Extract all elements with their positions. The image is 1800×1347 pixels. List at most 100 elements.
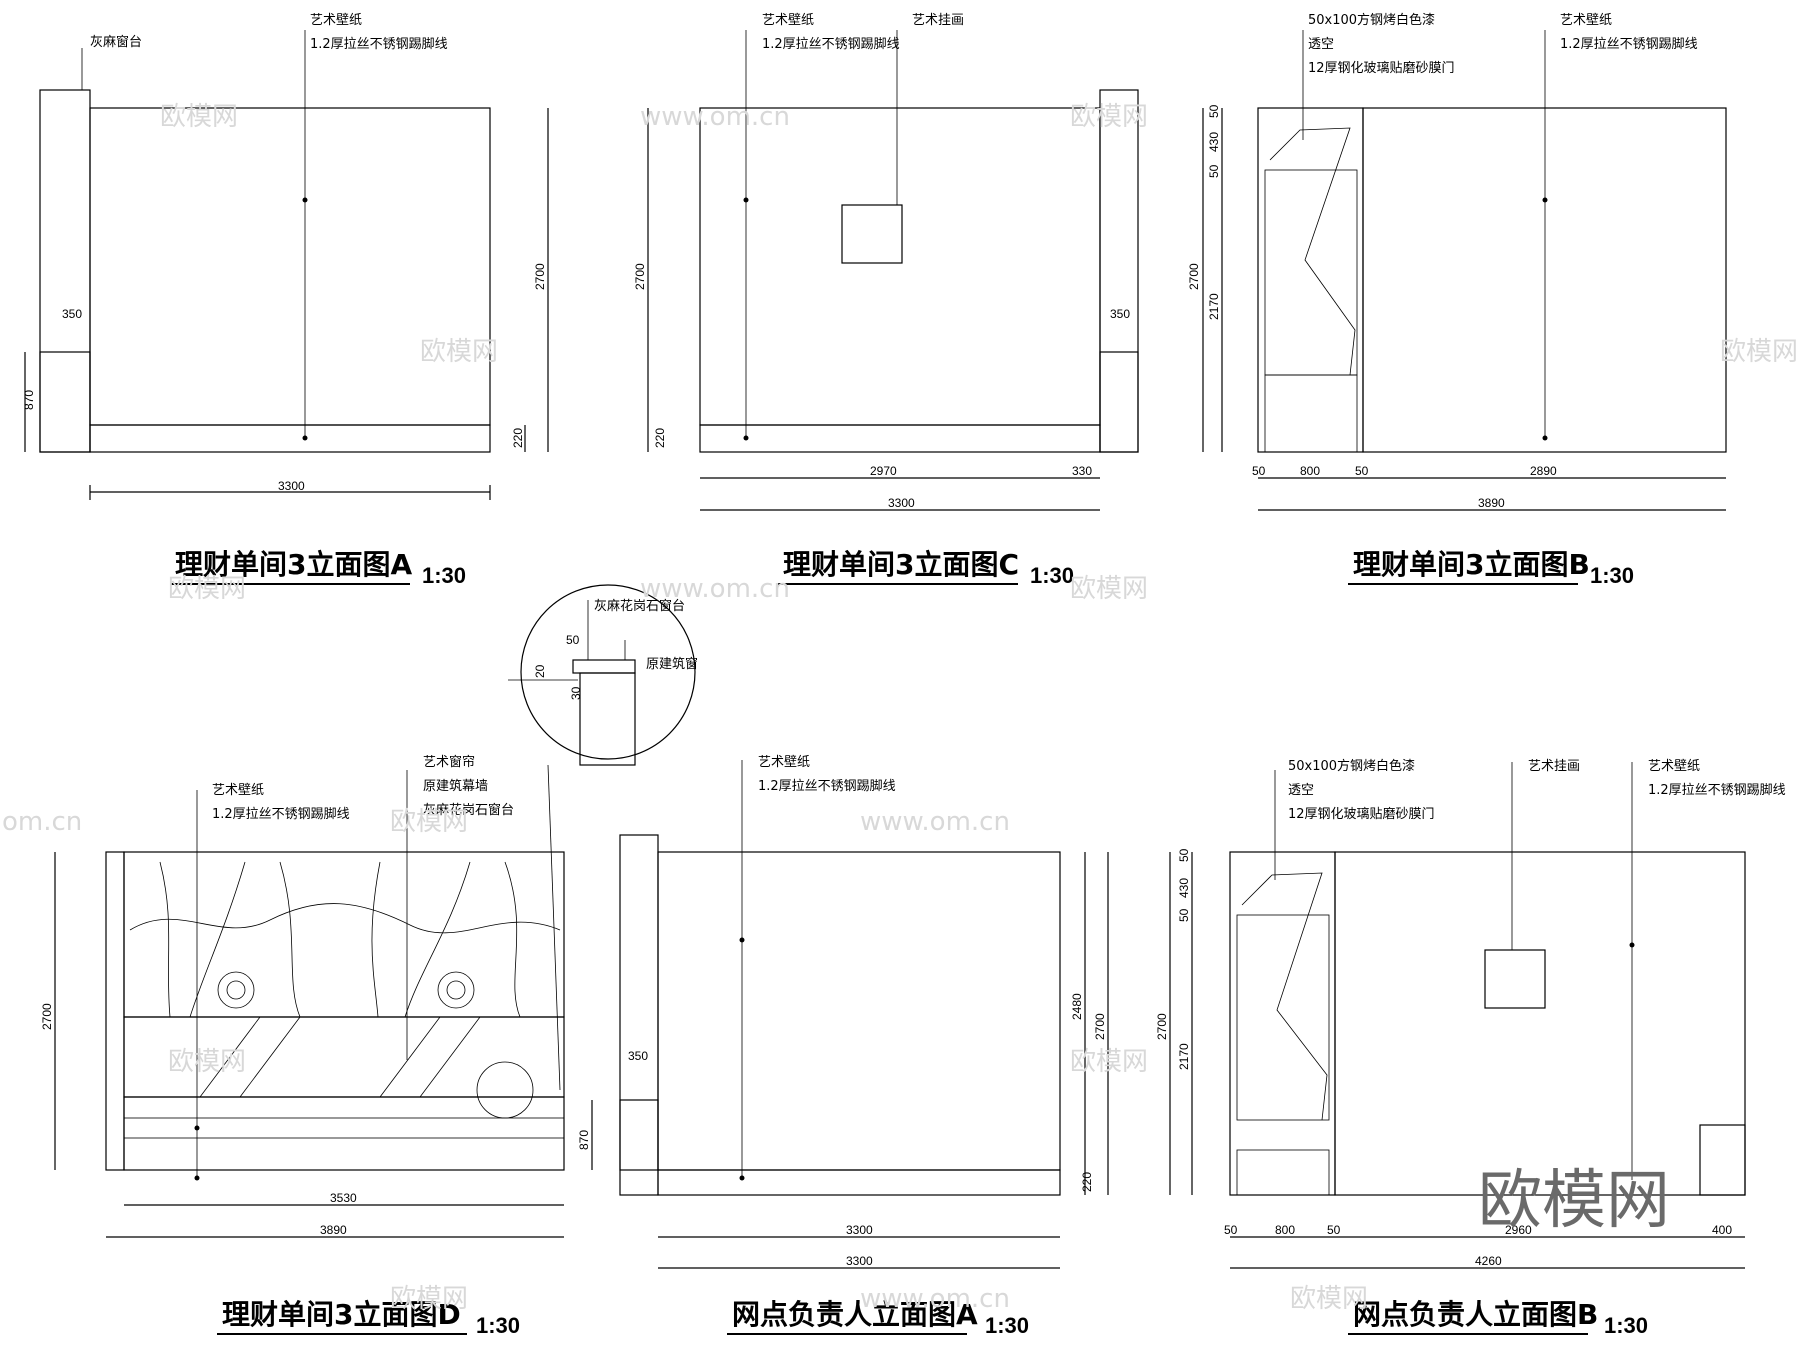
title-NB: 网点负责人立面图B xyxy=(1353,1298,1598,1331)
skirting xyxy=(89,424,491,453)
skirting xyxy=(699,424,1101,453)
svg-text:欧模网: 欧模网 xyxy=(1070,102,1148,132)
svg-text:欧模网: 欧模网 xyxy=(1720,337,1798,367)
dim-50b: 50 xyxy=(1355,464,1369,478)
dim-height: 2700 xyxy=(533,263,547,290)
dim-total: 3890 xyxy=(320,1223,347,1237)
detail-dim-50: 50 xyxy=(566,633,580,647)
dim-seg1: 2970 xyxy=(870,464,897,478)
svg-text:欧模网: 欧模网 xyxy=(168,574,246,604)
dim-w1: 3300 xyxy=(846,1223,873,1237)
label-open: 透空 xyxy=(1308,37,1334,52)
svg-text:om.cn: om.cn xyxy=(2,807,82,837)
svg-text:欧模网: 欧模网 xyxy=(420,337,498,367)
dim-height: 2700 xyxy=(40,1003,54,1030)
dim-400: 400 xyxy=(1712,1223,1732,1237)
door-frame xyxy=(1257,107,1364,453)
label-wallpaper: 艺术壁纸 xyxy=(310,13,362,28)
label-wallpaper: 艺术壁纸 xyxy=(1560,13,1612,28)
elevation-NA: 艺术壁纸 1.2厚拉丝不锈钢踢脚线 350 3300 3300 2480 270… xyxy=(619,755,1109,1338)
brand-logo-watermark: 欧模网 xyxy=(1478,1164,1670,1238)
label-steel: 50x100方钢烤白色漆 xyxy=(1308,12,1435,28)
art-frame xyxy=(841,204,903,264)
detail-label-granite: 灰麻花岗石窗台 xyxy=(594,598,685,614)
detail-dim-20: 20 xyxy=(533,664,547,678)
wall-column xyxy=(39,89,91,453)
scale-A: 1:30 xyxy=(422,563,466,588)
svg-text:www.om.cn: www.om.cn xyxy=(640,102,790,132)
dim-width: 3300 xyxy=(278,479,305,493)
label-skirting: 1.2厚拉丝不锈钢踢脚线 xyxy=(758,778,896,794)
dim-width: 3300 xyxy=(888,496,915,510)
label-glass-door: 12厚钢化玻璃贴磨砂膜门 xyxy=(1288,807,1435,822)
label-skirting: 1.2厚拉丝不锈钢踢脚线 xyxy=(310,36,448,52)
dim-800: 800 xyxy=(1275,1223,1295,1237)
door-frame xyxy=(1229,851,1336,1196)
door-glass xyxy=(1236,914,1330,1121)
label-skirting: 1.2厚拉丝不锈钢踢脚线 xyxy=(212,806,350,822)
dim-seg2: 330 xyxy=(1072,464,1092,478)
title-A: 理财单间3立面图A xyxy=(175,548,412,581)
svg-text:欧模网: 欧模网 xyxy=(1070,1047,1148,1077)
dim-2480: 2480 xyxy=(1070,993,1084,1020)
elevation-A: 灰麻窗台 艺术壁纸 1.2厚拉丝不锈钢踢脚线 3300 2700 870 350… xyxy=(22,13,549,588)
sill-block xyxy=(1099,351,1139,453)
dim-height: 2700 xyxy=(1155,1013,1169,1040)
label-curtain: 艺术窗帘 xyxy=(423,754,475,770)
title-B: 理财单间3立面图B xyxy=(1353,548,1590,581)
elevation-D: 艺术壁纸 1.2厚拉丝不锈钢踢脚线 艺术窗帘 原建筑幕墙 灰麻花岗石窗台 353… xyxy=(40,754,593,1338)
scale-D: 1:30 xyxy=(476,1313,520,1338)
dim-2890: 2890 xyxy=(1530,464,1557,478)
scale-C: 1:30 xyxy=(1030,563,1074,588)
dim-50a: 50 xyxy=(1224,1223,1238,1237)
dim-800: 800 xyxy=(1300,464,1320,478)
label-art: 艺术挂画 xyxy=(1528,759,1580,774)
sill-block xyxy=(619,1099,659,1196)
dim-inner: 3530 xyxy=(330,1191,357,1205)
title-NA: 网点负责人立面图A xyxy=(732,1298,978,1331)
door-base xyxy=(1264,374,1358,453)
label-wallpaper: 艺术壁纸 xyxy=(762,13,814,28)
dim-50-top: 50 xyxy=(1177,848,1191,862)
wall-paper-area xyxy=(657,851,1061,1171)
scale-NB: 1:30 xyxy=(1604,1313,1648,1338)
detail-callout: 灰麻花岗石窗台 原建筑窗 50 20 30 xyxy=(508,584,698,1091)
scale-B: 1:30 xyxy=(1590,563,1634,588)
dim-height: 2700 xyxy=(633,263,647,290)
detail-dim-30: 30 xyxy=(569,686,583,700)
wall-paper-area xyxy=(1362,107,1727,453)
label-curtain-wall: 原建筑幕墙 xyxy=(423,778,488,794)
label-art: 艺术挂画 xyxy=(912,13,964,28)
svg-text:欧模网: 欧模网 xyxy=(390,807,468,837)
label-skirting: 1.2厚拉丝不锈钢踢脚线 xyxy=(1648,782,1786,798)
elevation-B: 50x100方钢烤白色漆 透空 12厚钢化玻璃贴磨砂膜门 艺术壁纸 1.2厚拉丝… xyxy=(1187,12,1727,588)
label-wallpaper: 艺术壁纸 xyxy=(758,755,810,770)
dim-430: 430 xyxy=(1207,132,1221,152)
watermarks: 欧模网 欧模网 欧模网 欧模网 欧模网 欧模网 欧模网 欧模网 欧模网 欧模网 … xyxy=(2,102,1798,1314)
dim-430: 430 xyxy=(1177,878,1191,898)
dim-base: 220 xyxy=(653,428,667,448)
svg-text:www.om.cn: www.om.cn xyxy=(860,1284,1010,1314)
dim-sill: 870 xyxy=(577,1130,591,1150)
label-wallpaper: 艺术壁纸 xyxy=(212,783,264,798)
dim-sill: 870 xyxy=(22,390,36,410)
dim-50a: 50 xyxy=(1252,464,1266,478)
dim-sill-width: 350 xyxy=(628,1049,648,1063)
dim-2170: 2170 xyxy=(1207,293,1221,320)
dim-sill-width: 350 xyxy=(62,307,82,321)
elevation-C: 艺术壁纸 1.2厚拉丝不锈钢踢脚线 艺术挂画 2970 330 3300 270… xyxy=(633,13,1139,588)
label-sill: 灰麻窗台 xyxy=(90,34,142,50)
title-D: 理财单间3立面图D xyxy=(222,1298,461,1331)
wall-paper-area xyxy=(89,107,491,426)
svg-text:欧模网: 欧模网 xyxy=(390,1284,468,1314)
label-granite-sill: 灰麻花岗石窗台 xyxy=(423,802,514,818)
dim-base: 220 xyxy=(511,428,525,448)
curtain-area xyxy=(123,851,565,1018)
wall-paper-area xyxy=(1334,851,1746,1196)
wall-paper-area xyxy=(699,107,1101,426)
title-C: 理财单间3立面图C xyxy=(783,548,1019,581)
label-skirting: 1.2厚拉丝不锈钢踢脚线 xyxy=(1560,36,1698,52)
dim-2170: 2170 xyxy=(1177,1043,1191,1070)
svg-text:欧模网: 欧模网 xyxy=(1070,574,1148,604)
